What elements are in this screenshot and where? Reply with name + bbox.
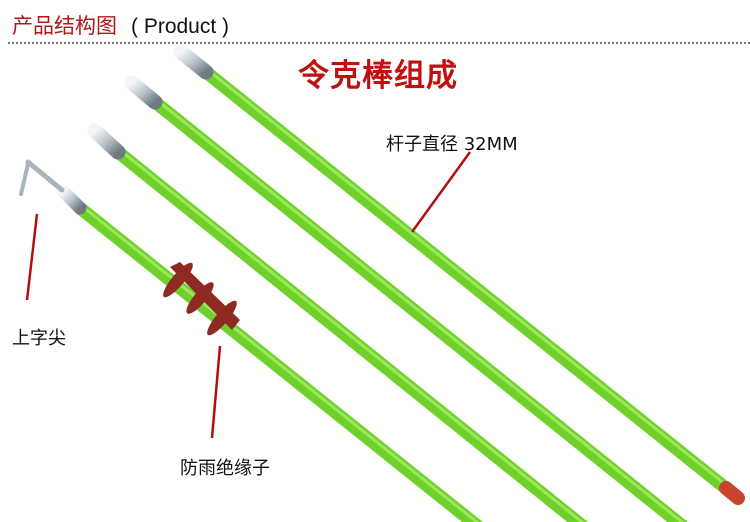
label-insulator: 防雨绝缘子 [180,458,270,479]
leader-tip [25,213,39,301]
dotted-divider [8,42,750,44]
section-header: 产品结构图 ( Product ) [12,10,229,40]
rain-insulator [163,262,240,336]
leader-insulator [210,345,222,439]
pole-3 [87,123,589,522]
leader-pole-diameter [410,151,472,233]
metal-cap [173,44,214,80]
header-title-cn: 产品结构图 [12,14,117,38]
metal-cap [57,185,87,215]
pole-4 [19,159,483,522]
tip-hook [19,159,65,196]
leader-lines [25,151,472,439]
red-end-cap [719,481,745,505]
metal-cap [124,75,163,110]
metal-cap [87,123,126,160]
label-tip: 上字尖 [12,328,66,349]
label-pole-diameter: 杆子直径 32MM [386,134,518,155]
pole-2 [124,75,688,522]
main-title: 令克棒组成 [298,58,458,94]
pole-1 [173,44,745,505]
header-title-en: ( Product ) [131,15,230,38]
